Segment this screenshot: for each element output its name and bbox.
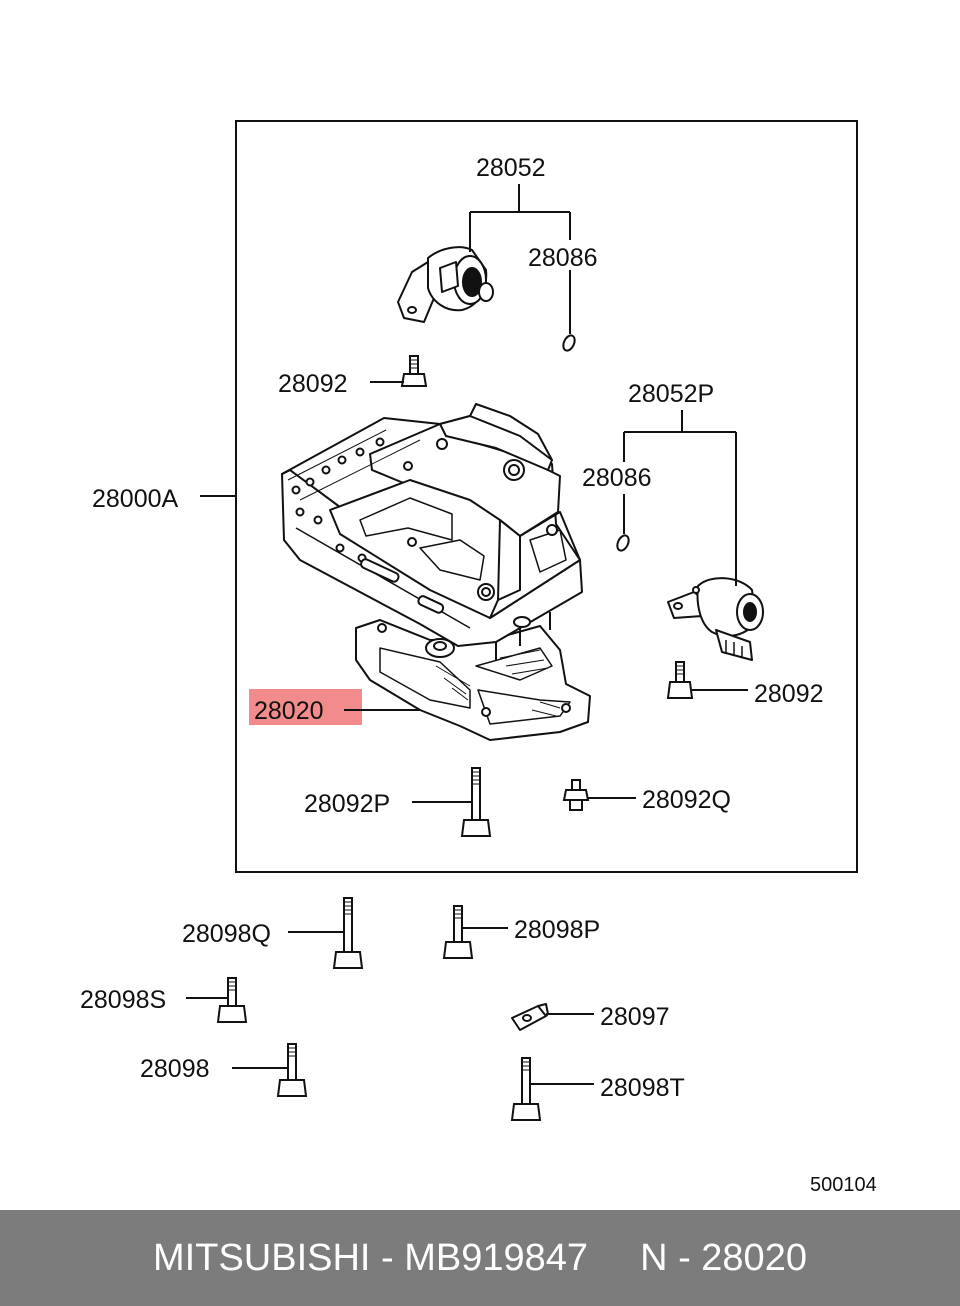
footer-bar: MITSUBISHI - MB919847 N - 28020 (0, 1210, 960, 1306)
label-28098S: 28098S (80, 986, 166, 1014)
label-28092-top: 28092 (278, 370, 348, 398)
label-28020: 28020 (254, 697, 324, 725)
clip-28097-drawing (511, 1003, 549, 1031)
bolt-28092Q-drawing (562, 779, 590, 811)
label-28098T: 28098T (600, 1074, 685, 1102)
label-28098P: 28098P (514, 916, 600, 944)
o-ring-28086-mid-drawing (616, 534, 630, 552)
footer-reference: N - 28020 (640, 1236, 807, 1279)
label-28098Q: 28098Q (182, 920, 271, 948)
bolt-28098T-drawing (510, 1057, 542, 1121)
parts-diagram: 28052 28086 28092 28052P 28086 28000A 28… (80, 120, 877, 1196)
bolt-28098Q-drawing (332, 897, 364, 969)
o-ring-28086-top-drawing (562, 334, 576, 352)
label-28092P: 28092P (304, 790, 390, 818)
label-28052P: 28052P (628, 380, 714, 408)
leader-lines (186, 184, 748, 1085)
solenoid-valve-28052-drawing (397, 246, 494, 323)
solenoid-valve-28052P-drawing (667, 577, 764, 661)
bolt-28098S-drawing (216, 977, 248, 1023)
diagram-code: 500104 (810, 1174, 877, 1196)
highlighted-part-marker (249, 689, 362, 725)
label-28086-mid: 28086 (582, 464, 652, 492)
bolt-28092P-drawing (460, 767, 492, 837)
bolt-28092-top-drawing (400, 355, 428, 387)
label-28098: 28098 (140, 1055, 210, 1083)
label-28092Q: 28092Q (642, 786, 731, 814)
label-28086-top: 28086 (528, 244, 598, 272)
valve-body-assembly-drawing (281, 403, 591, 741)
label-28092-right: 28092 (754, 680, 824, 708)
label-28000A: 28000A (92, 485, 179, 513)
label-28052: 28052 (476, 154, 546, 182)
bolt-28098P-drawing (442, 905, 474, 959)
label-28097: 28097 (600, 1003, 670, 1031)
footer-brand-part: MITSUBISHI - MB919847 (153, 1236, 589, 1279)
bolt-28098-drawing (276, 1043, 308, 1097)
bolt-28092-right-drawing (666, 661, 694, 699)
